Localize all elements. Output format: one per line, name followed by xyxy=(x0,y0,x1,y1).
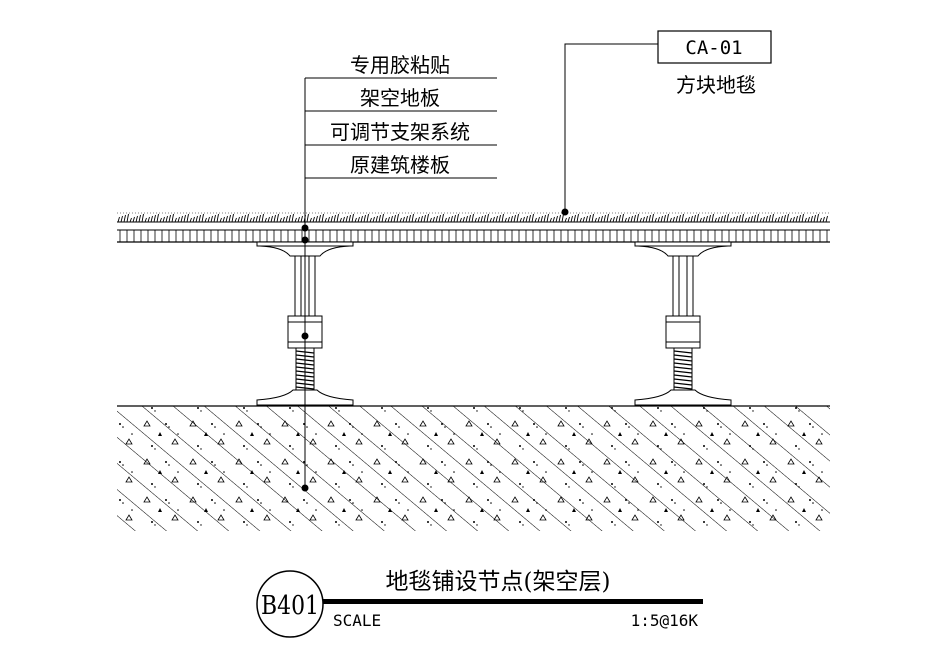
drawing-number: B401 xyxy=(261,591,319,621)
carpet-tile xyxy=(117,212,830,223)
concrete-slab xyxy=(117,405,830,531)
material-code: CA-01 xyxy=(685,37,742,59)
material-code-box xyxy=(657,30,772,64)
label-adhesive: 专用胶粘贴 xyxy=(350,53,450,77)
raised-floor-panel xyxy=(117,221,830,243)
material-name: 方块地毯 xyxy=(676,73,756,97)
scale-value: 1:5@16K xyxy=(631,611,699,630)
leader-lines xyxy=(304,43,658,488)
title-block: B401 地毯铺设节点(架空层) SCALE 1:5@16K xyxy=(256,569,703,638)
label-raised-floor: 架空地板 xyxy=(360,86,440,110)
drawing-title: 地毯铺设节点(架空层) xyxy=(386,569,611,595)
leader-dots xyxy=(301,208,569,492)
label-original-slab: 原建筑楼板 xyxy=(350,153,450,177)
label-adjustable-pedestal: 可调节支架系统 xyxy=(330,120,470,144)
pedestal-right xyxy=(634,241,732,406)
scale-label: SCALE xyxy=(333,611,381,630)
